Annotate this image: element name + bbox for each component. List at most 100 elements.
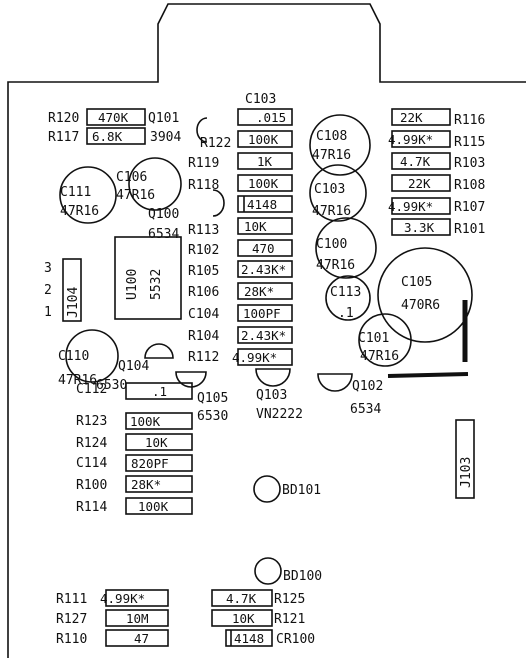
r125-value: 4.7K bbox=[226, 591, 257, 606]
r108-value: 22K bbox=[408, 176, 431, 191]
r114-label: R114 bbox=[76, 500, 107, 515]
r113-value: 10K bbox=[244, 219, 267, 234]
r103-body bbox=[391, 152, 451, 170]
c114-body bbox=[125, 454, 193, 472]
q101-part: 3904 bbox=[150, 130, 181, 145]
r115-label: R115 bbox=[454, 135, 485, 150]
c101-value: 47R16 bbox=[360, 349, 399, 364]
c112-label: C112 bbox=[76, 382, 107, 397]
c110-outline bbox=[65, 329, 119, 383]
r111-value: 4.99K* bbox=[100, 591, 145, 606]
c106-value: 47R16 bbox=[116, 188, 155, 203]
j104-pin3: 3 bbox=[44, 261, 52, 276]
u100-part: 5532 bbox=[149, 269, 164, 300]
r107-value: 4.99K* bbox=[388, 199, 433, 214]
r105-label: R105 bbox=[188, 264, 219, 279]
bd100-outline bbox=[254, 557, 282, 585]
r119-body bbox=[237, 152, 293, 170]
r120-body bbox=[86, 108, 146, 126]
c103e-outline bbox=[309, 164, 367, 222]
bd101-label: BD101 bbox=[282, 483, 321, 498]
q100-part: 6534 bbox=[148, 227, 179, 242]
r110-label: R110 bbox=[56, 632, 87, 647]
r123-value: 100K bbox=[130, 414, 161, 429]
r106-label: R106 bbox=[188, 285, 219, 300]
c105-label: C105 bbox=[401, 275, 432, 290]
c100-value: 47R16 bbox=[316, 258, 355, 273]
r106-body bbox=[237, 282, 293, 300]
j103-body bbox=[455, 419, 475, 499]
r112-value: 4.99K* bbox=[232, 350, 277, 365]
r102-value: 470 bbox=[252, 241, 275, 256]
c113-value: .1 bbox=[338, 306, 354, 321]
r101-label: R101 bbox=[454, 222, 485, 237]
c104-body bbox=[237, 304, 293, 322]
r118-label: R118 bbox=[188, 178, 219, 193]
j104-pin2: 2 bbox=[44, 283, 52, 298]
diode-4148-value: 4148 bbox=[247, 197, 277, 212]
c106-outline bbox=[128, 157, 182, 211]
r116-label: R116 bbox=[454, 113, 485, 128]
r106-value: 28K* bbox=[244, 284, 274, 299]
r103-label: R103 bbox=[454, 156, 485, 171]
r122-body bbox=[237, 130, 293, 148]
r101-value: 3.3K bbox=[404, 220, 435, 235]
r111-body bbox=[105, 589, 169, 607]
c114-label: C114 bbox=[76, 456, 107, 471]
q102-part: 6534 bbox=[350, 402, 381, 417]
r112-label: R112 bbox=[188, 350, 219, 365]
c108-outline bbox=[309, 114, 371, 176]
q105-outline bbox=[175, 371, 207, 388]
q100-pad bbox=[212, 189, 225, 217]
r104-body bbox=[237, 326, 293, 344]
r111-label: R111 bbox=[56, 592, 87, 607]
r116-body bbox=[391, 108, 451, 126]
r123-label: R123 bbox=[76, 414, 107, 429]
c114-value: 820PF bbox=[131, 456, 169, 471]
r100-value: 28K* bbox=[131, 477, 161, 492]
q105-part: 6530 bbox=[197, 409, 228, 424]
r108-label: R108 bbox=[454, 178, 485, 193]
r117-label: R117 bbox=[48, 130, 79, 145]
u100-ref: U100 bbox=[125, 269, 140, 300]
r107-label: R107 bbox=[454, 200, 485, 215]
cr100-body bbox=[225, 629, 273, 647]
r116-value: 22K bbox=[400, 110, 423, 125]
r124-label: R124 bbox=[76, 436, 107, 451]
c100-outline bbox=[315, 217, 377, 279]
r121-value: 10K bbox=[232, 611, 255, 626]
c105-value: 470R6 bbox=[401, 298, 440, 313]
r105-body bbox=[237, 260, 293, 278]
c101-label: C101 bbox=[358, 331, 389, 346]
q103-outline bbox=[255, 368, 291, 387]
r108-body bbox=[391, 174, 451, 192]
c111-outline bbox=[59, 166, 117, 224]
r114-body bbox=[125, 497, 193, 515]
r123-body bbox=[125, 412, 193, 430]
r125-label: R125 bbox=[274, 592, 305, 607]
bd100-label: BD100 bbox=[283, 569, 322, 584]
c104-label: C104 bbox=[188, 307, 219, 322]
c101-outline bbox=[358, 313, 412, 367]
r121-body bbox=[211, 609, 273, 627]
c108-value: 47R16 bbox=[312, 148, 351, 163]
q101-label: Q101 bbox=[148, 111, 179, 126]
q100-label: Q100 bbox=[148, 207, 179, 222]
r127-value: 10M bbox=[126, 611, 149, 626]
r120-label: R120 bbox=[48, 111, 79, 126]
r103-value: 4.7K bbox=[400, 154, 431, 169]
r101-body bbox=[391, 218, 451, 236]
r114-value: 100K bbox=[138, 499, 169, 514]
u100-body bbox=[114, 236, 182, 320]
c111-value: 47R16 bbox=[60, 204, 99, 219]
c113-outline bbox=[325, 275, 371, 321]
r117-value: 6.8K bbox=[92, 129, 123, 144]
q104-part: 6530 bbox=[96, 378, 127, 393]
r124-value: 10K bbox=[145, 435, 168, 450]
r113-label: R113 bbox=[188, 223, 219, 238]
c108-label: C108 bbox=[316, 129, 347, 144]
q103-label: Q103 bbox=[256, 388, 287, 403]
r122-value: 100K bbox=[248, 132, 279, 147]
